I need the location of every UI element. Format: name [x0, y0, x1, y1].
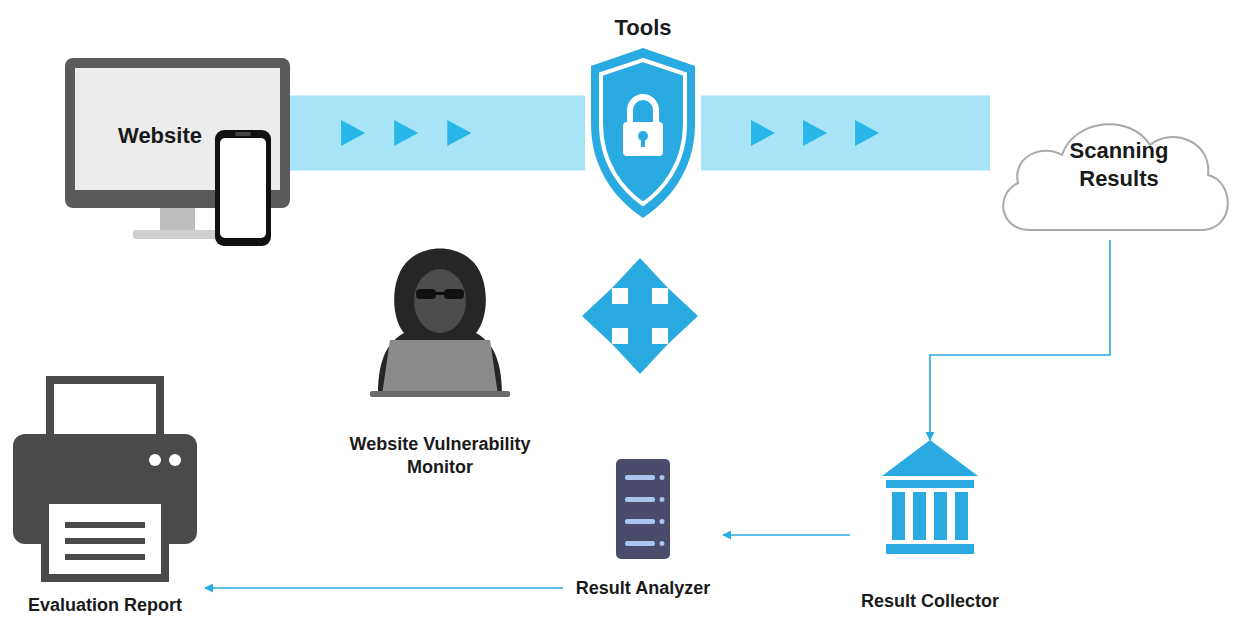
- icon-node: Website Vulnerability Monitor: [330, 245, 550, 495]
- node-label: Tools: [585, 14, 701, 42]
- flow-arrow: [394, 120, 418, 146]
- icon-node: Evaluation Report: [5, 372, 205, 624]
- flow-band: [290, 96, 585, 171]
- connector-group: [205, 588, 563, 589]
- icon-node: Result Collector: [850, 440, 1010, 620]
- connector-group: [930, 240, 1110, 440]
- connector-group: [701, 120, 990, 146]
- icon-node: Result Analyzer: [563, 455, 723, 605]
- flow-arrow: [751, 120, 775, 146]
- flow-arrow-line: [723, 534, 850, 536]
- node-icon: [65, 58, 290, 248]
- flow-arrow: [803, 120, 827, 146]
- node-label: Result Collector: [850, 590, 1010, 613]
- connector-group: [723, 535, 850, 536]
- node-icon: [5, 372, 205, 624]
- node-label: Result Analyzer: [563, 577, 723, 600]
- flow-arrow: [447, 120, 471, 146]
- node-label: Scanning Results: [1036, 137, 1202, 192]
- node-label: Evaluation Report: [5, 594, 205, 617]
- connector-group: [290, 120, 585, 146]
- flow-arrow-line: [205, 587, 563, 589]
- flow-band: [701, 96, 990, 171]
- flow-arrow-line: [930, 240, 1110, 440]
- icon-node: Scanning Results: [990, 105, 1238, 240]
- icon-node: Website: [65, 58, 290, 248]
- icon-node: Tools: [585, 12, 701, 222]
- flow-arrow: [341, 120, 365, 146]
- node-label: Website Vulnerability Monitor: [330, 433, 550, 478]
- node-label: Website: [65, 122, 255, 150]
- flow-arrow: [855, 120, 879, 146]
- node-icon: [585, 12, 701, 222]
- four-way-arrow: [582, 258, 698, 374]
